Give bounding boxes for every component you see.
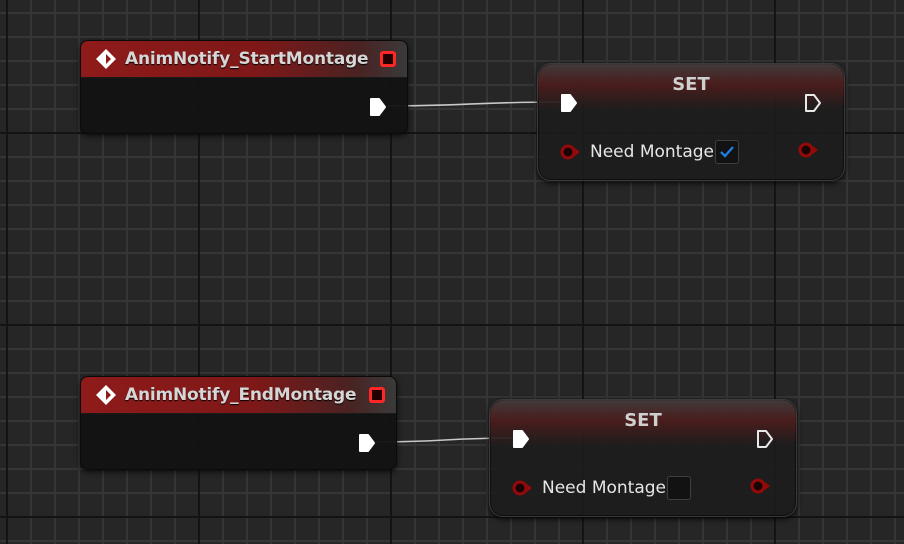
set-node-need-montage-true[interactable]: SET Need Montage — [537, 63, 845, 181]
event-node-start-montage[interactable]: AnimNotify_StartMontage — [80, 40, 408, 134]
variable-label: Need Montage — [542, 478, 667, 498]
check-icon — [720, 146, 734, 158]
exec-in-pin[interactable] — [560, 93, 578, 113]
exec-out-pin[interactable] — [756, 429, 774, 449]
exec-out-pin[interactable] — [369, 97, 387, 117]
event-node-header[interactable]: AnimNotify_EndMontage — [81, 377, 396, 414]
event-diamond-icon — [96, 385, 116, 405]
set-node-title: SET — [672, 74, 710, 95]
event-node-title: AnimNotify_StartMontage — [125, 49, 369, 69]
event-node-header[interactable]: AnimNotify_StartMontage — [81, 41, 407, 78]
delegate-pin[interactable] — [369, 387, 385, 403]
set-node-header — [490, 400, 796, 446]
bool-input-pin[interactable] — [560, 143, 582, 161]
set-node-need-montage-false[interactable]: SET Need Montage — [489, 399, 797, 517]
need-montage-checkbox[interactable] — [715, 140, 739, 164]
bool-output-pin[interactable] — [750, 477, 772, 495]
set-node-header — [538, 64, 844, 110]
need-montage-checkbox[interactable] — [667, 476, 691, 500]
bool-input-pin[interactable] — [512, 479, 534, 497]
exec-in-pin[interactable] — [512, 429, 530, 449]
exec-out-pin[interactable] — [804, 93, 822, 113]
delegate-pin[interactable] — [380, 51, 396, 67]
event-node-end-montage[interactable]: AnimNotify_EndMontage — [80, 376, 397, 470]
exec-out-pin[interactable] — [358, 433, 376, 453]
set-node-title: SET — [624, 410, 662, 431]
exec-wire-start-to-set[interactable] — [387, 101, 563, 107]
variable-label: Need Montage — [590, 142, 715, 162]
event-node-title: AnimNotify_EndMontage — [125, 385, 357, 405]
bool-output-pin[interactable] — [798, 141, 820, 159]
event-diamond-icon — [96, 49, 116, 69]
